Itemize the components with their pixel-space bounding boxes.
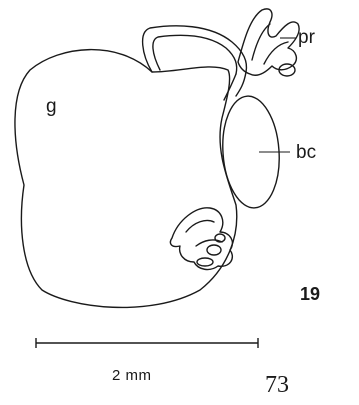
label-g: g	[46, 97, 57, 116]
label-bc: bc	[296, 143, 316, 162]
prostate-lobes	[238, 9, 299, 75]
page-number: 73	[265, 373, 289, 397]
coiled-structure	[170, 208, 232, 270]
coil-loop-a	[186, 220, 214, 232]
coil-oval-b	[197, 258, 213, 266]
coil-oval-a	[207, 245, 221, 255]
figure-number: 19	[300, 285, 320, 303]
prostate-lobe-inner-a	[252, 24, 270, 60]
scale-bar-label: 2 mm	[112, 368, 152, 383]
prostate-lobe-inner-b	[264, 42, 288, 64]
coil-loop-b	[196, 240, 222, 246]
label-pr: pr	[298, 28, 315, 47]
